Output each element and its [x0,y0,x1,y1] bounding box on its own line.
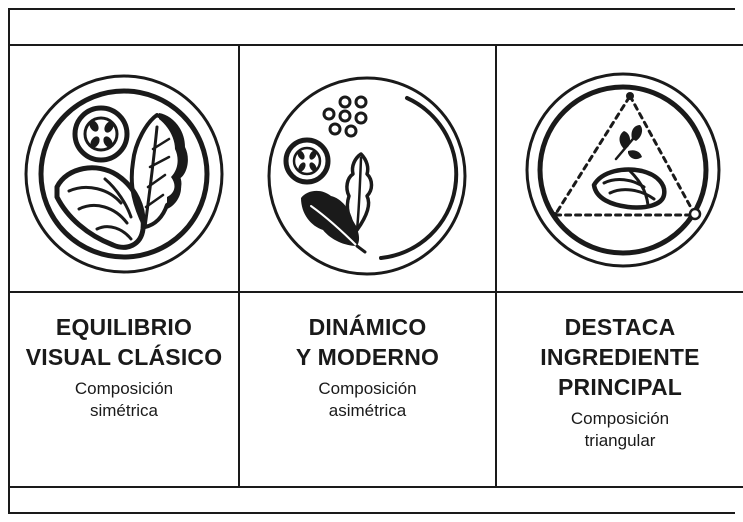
panel-triangular-text: DESTACA INGREDIENTE PRINCIPAL Composició… [497,312,743,452]
table-frame [8,8,735,514]
panel-title-line: Y MODERNO [295,344,440,370]
panel-subtitle-line: Composición [74,379,174,398]
tomato-slice-icon [283,137,331,185]
panel-asymmetric-text: DINÁMICO Y MODERNO Composición asimétric… [240,312,495,422]
panel-subtitle: Composición asimétrica [240,378,495,422]
panel-subtitle-line: asimétrica [328,401,407,420]
triangle-guide-icon [552,92,702,221]
arugula-leaf-icon [345,152,374,232]
tomato-slice-icon [72,105,130,163]
salmon-fillet-icon [591,167,667,210]
middle-divider [8,291,743,293]
panel-subtitle-line: Composición [318,379,417,398]
panel-subtitle: Composición simétrica [10,378,238,422]
panel-title: DESTACA INGREDIENTE PRINCIPAL [497,312,743,402]
basil-leaf-icon [301,190,367,254]
panel-subtitle-line: simétrica [89,401,158,420]
column-divider-1 [238,44,240,488]
panel-title-line: DESTACA [564,314,676,340]
asymmetric-plate-icon [267,76,467,276]
panel-title-line: DINÁMICO [308,314,427,340]
herb-sprig-icon [614,125,643,161]
panel-title: EQUILIBRIO VISUAL CLÁSICO [10,312,238,372]
symmetric-plate-icon [24,74,224,274]
lettuce-leaf-icon [129,113,188,229]
column-divider-2 [495,44,497,488]
panel-title-line: INGREDIENTE [540,344,700,370]
top-divider [8,44,743,46]
peas-icon [322,95,368,138]
panel-title-line: PRINCIPAL [557,374,683,400]
triangular-plate-icon [525,72,721,268]
bottom-divider [8,486,743,488]
panel-subtitle-line: triangular [584,431,656,450]
salmon-fillet-icon [54,165,146,250]
panel-title-line: EQUILIBRIO [55,314,193,340]
panel-symmetric-text: EQUILIBRIO VISUAL CLÁSICO Composición si… [10,312,238,422]
panel-subtitle-line: Composición [570,409,670,428]
panel-subtitle: Composición triangular [497,408,743,452]
panel-title-line: VISUAL CLÁSICO [25,344,223,370]
panel-title: DINÁMICO Y MODERNO [240,312,495,372]
